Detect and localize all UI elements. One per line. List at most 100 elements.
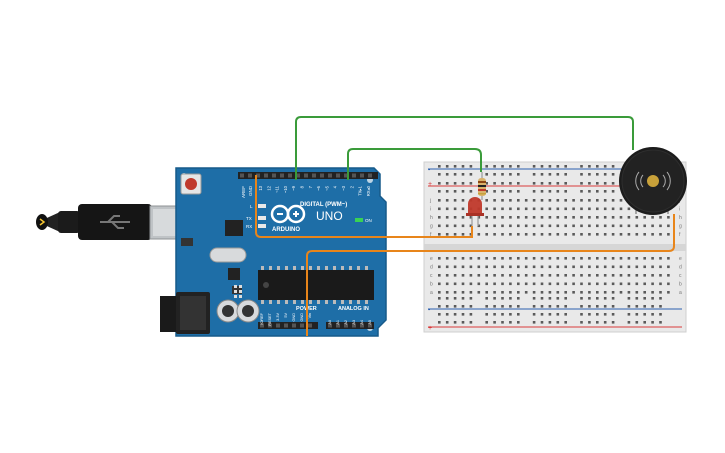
breadboard-hole[interactable]	[651, 216, 654, 219]
breadboard-hole[interactable]	[532, 216, 536, 219]
breadboard-hole[interactable]	[532, 274, 536, 277]
breadboard-hole[interactable]	[580, 233, 583, 236]
breadboard-hole[interactable]	[667, 224, 670, 228]
breadboard-hole[interactable]	[611, 173, 615, 176]
header-pin[interactable]	[344, 323, 348, 328]
header-pin[interactable]	[280, 173, 284, 178]
breadboard-hole[interactable]	[509, 224, 512, 228]
breadboard-hole[interactable]	[532, 173, 536, 176]
breadboard-hole[interactable]	[556, 313, 560, 316]
breadboard-hole[interactable]	[501, 207, 504, 211]
breadboard-hole[interactable]	[548, 305, 552, 308]
breadboard-hole[interactable]	[485, 182, 488, 185]
breadboard-hole[interactable]	[517, 282, 520, 286]
breadboard-hole[interactable]	[619, 199, 623, 202]
breadboard-hole[interactable]	[651, 305, 654, 308]
breadboard-hole[interactable]	[564, 207, 567, 211]
breadboard-hole[interactable]	[461, 190, 465, 193]
breadboard-hole[interactable]	[667, 291, 670, 294]
breadboard-hole[interactable]	[659, 305, 662, 308]
breadboard-hole[interactable]	[596, 265, 599, 269]
breadboard-hole[interactable]	[659, 265, 662, 269]
breadboard-hole[interactable]	[588, 224, 591, 228]
breadboard-hole[interactable]	[517, 313, 520, 316]
breadboard-hole[interactable]	[461, 313, 465, 316]
breadboard-hole[interactable]	[445, 216, 449, 219]
breadboard-hole[interactable]	[461, 321, 465, 324]
breadboard-hole[interactable]	[540, 291, 544, 294]
breadboard-hole[interactable]	[548, 190, 552, 193]
breadboard-hole[interactable]	[461, 233, 465, 236]
breadboard-hole[interactable]	[643, 313, 646, 316]
breadboard-hole[interactable]	[509, 313, 512, 316]
breadboard-hole[interactable]	[556, 182, 560, 185]
breadboard-hole[interactable]	[659, 224, 662, 228]
breadboard-hole[interactable]	[493, 257, 496, 260]
breadboard-hole[interactable]	[548, 257, 552, 260]
breadboard-hole[interactable]	[580, 216, 583, 219]
breadboard-hole[interactable]	[461, 265, 465, 269]
header-pin[interactable]	[288, 173, 292, 178]
breadboard-hole[interactable]	[651, 257, 654, 260]
breadboard-hole[interactable]	[548, 291, 552, 294]
header-pin[interactable]	[268, 323, 272, 328]
breadboard-hole[interactable]	[469, 224, 473, 228]
breadboard-hole[interactable]	[564, 265, 567, 269]
breadboard-hole[interactable]	[603, 313, 607, 316]
breadboard-hole[interactable]	[588, 173, 591, 176]
breadboard-hole[interactable]	[611, 321, 615, 324]
breadboard-hole[interactable]	[596, 165, 599, 168]
breadboard-hole[interactable]	[469, 173, 473, 176]
breadboard-hole[interactable]	[517, 274, 520, 277]
breadboard-hole[interactable]	[580, 321, 583, 324]
breadboard-hole[interactable]	[643, 224, 646, 228]
header-pin[interactable]	[256, 173, 260, 178]
breadboard-hole[interactable]	[635, 274, 639, 277]
breadboard-hole[interactable]	[445, 297, 449, 300]
breadboard-hole[interactable]	[556, 190, 560, 193]
breadboard-hole[interactable]	[588, 291, 591, 294]
breadboard-hole[interactable]	[564, 291, 567, 294]
breadboard-hole[interactable]	[485, 190, 488, 193]
breadboard-hole[interactable]	[438, 313, 441, 316]
breadboard-hole[interactable]	[438, 291, 441, 294]
breadboard-hole[interactable]	[580, 305, 583, 308]
breadboard-hole[interactable]	[580, 274, 583, 277]
breadboard-hole[interactable]	[643, 305, 646, 308]
breadboard-hole[interactable]	[485, 165, 488, 168]
breadboard-hole[interactable]	[493, 282, 496, 286]
breadboard-hole[interactable]	[540, 190, 544, 193]
breadboard-hole[interactable]	[477, 257, 481, 260]
header-pin[interactable]	[368, 323, 372, 328]
breadboard-hole[interactable]	[501, 274, 504, 277]
breadboard-hole[interactable]	[659, 274, 662, 277]
breadboard-hole[interactable]	[588, 297, 591, 300]
breadboard-hole[interactable]	[517, 305, 520, 308]
breadboard-hole[interactable]	[556, 165, 560, 168]
header-pin[interactable]	[276, 323, 280, 328]
breadboard-hole[interactable]	[453, 305, 457, 308]
breadboard-hole[interactable]	[493, 224, 496, 228]
breadboard-hole[interactable]	[603, 165, 607, 168]
breadboard-hole[interactable]	[540, 233, 544, 236]
breadboard-hole[interactable]	[619, 282, 623, 286]
breadboard-hole[interactable]	[580, 282, 583, 286]
breadboard-hole[interactable]	[438, 274, 441, 277]
breadboard-hole[interactable]	[619, 265, 623, 269]
breadboard-hole[interactable]	[501, 233, 504, 236]
breadboard-hole[interactable]	[501, 282, 504, 286]
breadboard-hole[interactable]	[501, 216, 504, 219]
breadboard-hole[interactable]	[580, 265, 583, 269]
breadboard-hole[interactable]	[532, 165, 536, 168]
breadboard-hole[interactable]	[532, 265, 536, 269]
header-pin[interactable]	[336, 173, 340, 178]
breadboard-hole[interactable]	[540, 173, 544, 176]
breadboard-hole[interactable]	[651, 297, 654, 300]
breadboard-hole[interactable]	[564, 282, 567, 286]
breadboard-hole[interactable]	[509, 207, 512, 211]
breadboard-hole[interactable]	[627, 224, 631, 228]
breadboard-hole[interactable]	[580, 173, 583, 176]
breadboard-hole[interactable]	[445, 190, 449, 193]
breadboard-hole[interactable]	[540, 274, 544, 277]
breadboard-hole[interactable]	[501, 305, 504, 308]
